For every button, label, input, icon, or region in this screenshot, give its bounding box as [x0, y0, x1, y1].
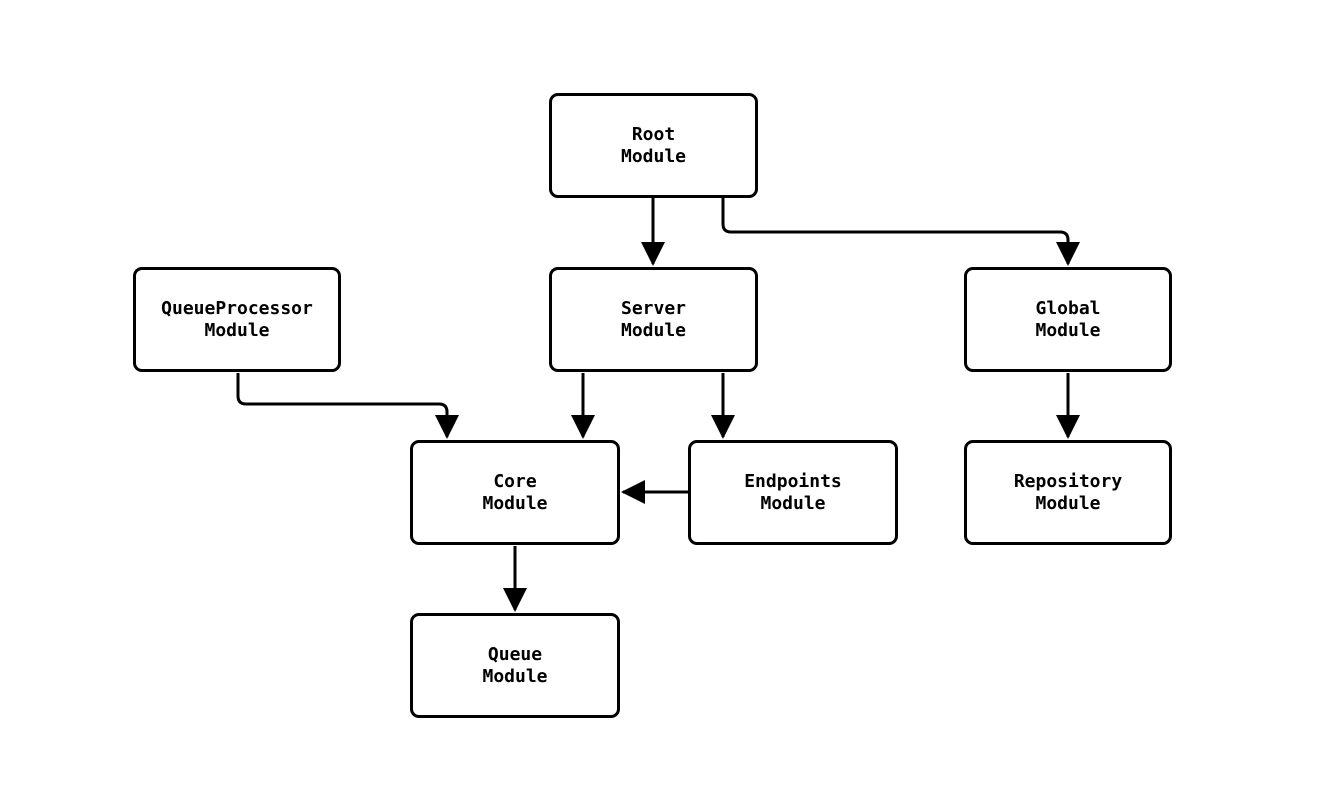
node-label-line: Server: [620, 297, 687, 319]
node-label-line: Module: [204, 319, 270, 341]
node-label-line: Endpoints: [744, 470, 842, 492]
node-label-line: Module: [620, 145, 687, 167]
node-label-line: Module: [760, 492, 826, 514]
node-label-line: Module: [1035, 492, 1101, 514]
node-label-line: Root: [631, 123, 676, 145]
node-label-line: Core: [493, 470, 537, 492]
node-label-line: Global: [1035, 297, 1101, 319]
edge-queueprocessor-to-core: [236, 373, 459, 439]
node-label-line: Repository: [1013, 470, 1123, 492]
node-server-module: Server Module: [549, 267, 758, 372]
node-core-module: Core Module: [410, 440, 620, 545]
node-label-line: QueueProcessor: [161, 297, 313, 319]
edge-root-to-global: [721, 198, 1080, 266]
node-label-line: Module: [482, 492, 548, 514]
node-endpoints-module: Endpoints Module: [688, 440, 898, 545]
node-label-line: Module: [620, 319, 687, 341]
node-label-line: Module: [1035, 319, 1101, 341]
node-queue-module: Queue Module: [410, 613, 620, 718]
node-root-module: Root Module: [549, 93, 758, 198]
node-queueprocessor-module: QueueProcessor Module: [133, 267, 341, 372]
node-global-module: Global Module: [964, 267, 1172, 372]
node-label-line: Module: [482, 665, 548, 687]
node-repository-module: Repository Module: [964, 440, 1172, 545]
node-label-line: Queue: [487, 643, 543, 665]
